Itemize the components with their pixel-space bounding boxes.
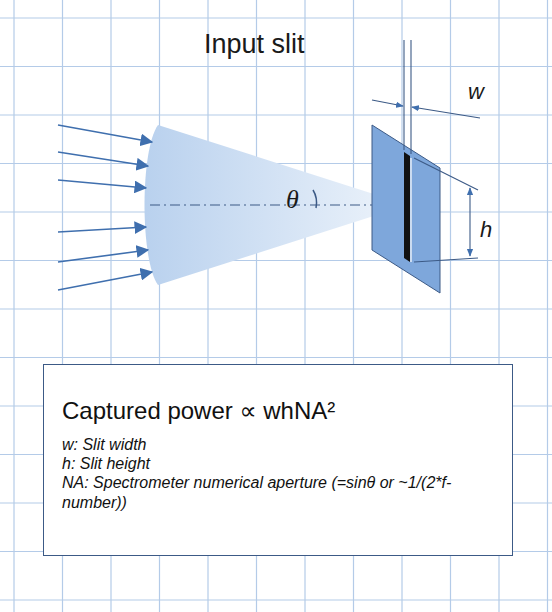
angle-arc [313, 190, 317, 208]
dimension-lines [372, 40, 480, 262]
incoming-rays [58, 125, 152, 290]
slit [404, 152, 410, 262]
definition-text: w: Slit width [62, 435, 494, 454]
definition-text: NA: Spectrometer numerical aperture (=si… [62, 473, 494, 511]
light-cone [145, 125, 409, 285]
definition-text: h: Slit height [62, 454, 494, 473]
angle-label: θ [286, 186, 299, 215]
width-label: w [468, 80, 484, 104]
slit-plate [372, 125, 440, 293]
height-label: h [480, 218, 492, 242]
title-label: Input slit [204, 30, 305, 60]
optical-axis [150, 204, 400, 205]
formula-box: Captured power ∝ whNA² w: Slit widthh: Sl… [43, 364, 513, 556]
formula-heading: Captured power ∝ whNA² [62, 397, 494, 425]
